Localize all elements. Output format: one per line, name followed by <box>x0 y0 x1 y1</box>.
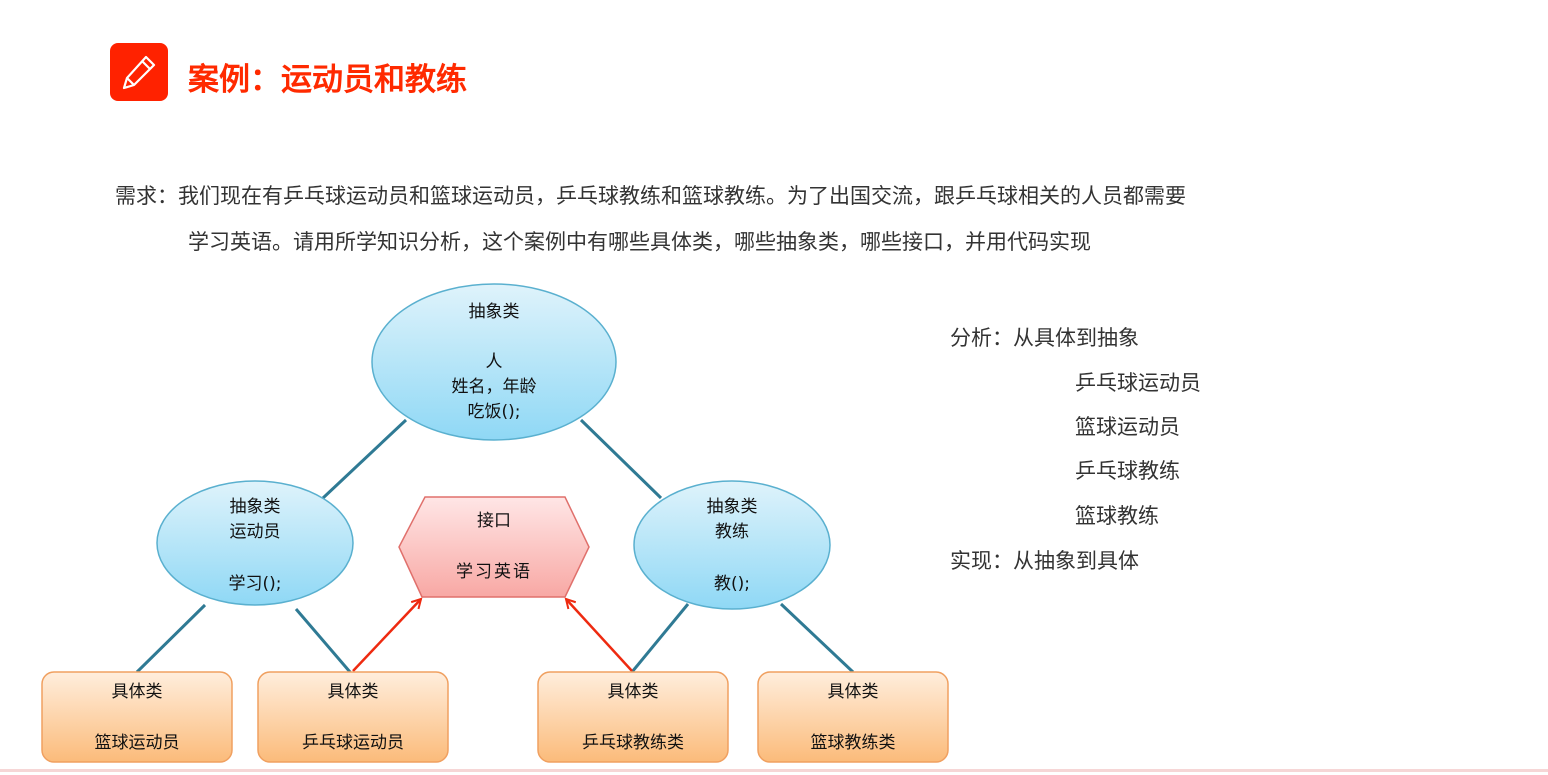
analysis-item: 乒乓球运动员 <box>1075 371 1201 395</box>
coach-method: 教(); <box>714 574 750 594</box>
edge-coach-basketball <box>779 602 855 674</box>
concrete-node <box>537 671 729 763</box>
interface-kind: 接口 <box>477 511 511 531</box>
person-node <box>371 283 617 441</box>
edge-athlete-pingpong <box>294 608 352 673</box>
edge-person-coach <box>579 418 663 500</box>
analysis-item: 篮球教练 <box>1075 504 1159 528</box>
coach-node <box>633 480 831 610</box>
coach-kind: 抽象类 <box>706 497 758 517</box>
analysis-heading: 分析：从具体到抽象 <box>950 326 1139 350</box>
concrete-kind: 具体类 <box>827 682 879 702</box>
athlete-kind: 抽象类 <box>229 497 281 517</box>
interface-name: 学习英语 <box>456 562 532 582</box>
edge-athlete-basketball <box>135 603 207 674</box>
concrete-node <box>757 671 949 763</box>
athlete-method: 学习(); <box>228 574 282 594</box>
concrete-node <box>41 671 233 763</box>
concrete-name: 乒乓球运动员 <box>302 733 404 753</box>
athlete-name: 运动员 <box>229 522 281 542</box>
concrete-name: 篮球运动员 <box>94 733 180 753</box>
implements-arrow-athlete <box>352 599 421 672</box>
interface-node <box>398 496 590 598</box>
edge-coach-pingpong <box>630 603 690 673</box>
edge-person-athlete <box>321 418 408 500</box>
concrete-name: 篮球教练类 <box>810 733 896 753</box>
concrete-kind: 具体类 <box>327 682 379 702</box>
pencil-icon <box>110 43 168 101</box>
person-kind: 抽象类 <box>468 302 520 322</box>
person-method: 吃饭(); <box>467 402 521 422</box>
concrete-kind: 具体类 <box>111 682 163 702</box>
requirement-line-1: 需求：我们现在有乒乓球运动员和篮球运动员，乒乓球教练和篮球教练。为了出国交流，跟… <box>115 184 1186 208</box>
concrete-kind: 具体类 <box>607 682 659 702</box>
athlete-node <box>156 480 354 606</box>
person-name: 人 <box>485 352 503 372</box>
person-fields: 姓名，年龄 <box>451 377 537 397</box>
divider <box>0 769 1548 772</box>
page-title: 案例：运动员和教练 <box>188 62 467 98</box>
coach-name: 教练 <box>715 522 749 542</box>
implementation-heading: 实现：从抽象到具体 <box>950 549 1139 573</box>
analysis-item: 乒乓球教练 <box>1075 459 1180 483</box>
requirement-line-2: 学习英语。请用所学知识分析，这个案例中有哪些具体类，哪些抽象类，哪些接口，并用代… <box>188 230 1091 254</box>
implements-arrow-coach <box>566 599 633 672</box>
concrete-node <box>257 671 449 763</box>
concrete-name: 乒乓球教练类 <box>582 733 684 753</box>
analysis-item: 篮球运动员 <box>1075 415 1180 439</box>
